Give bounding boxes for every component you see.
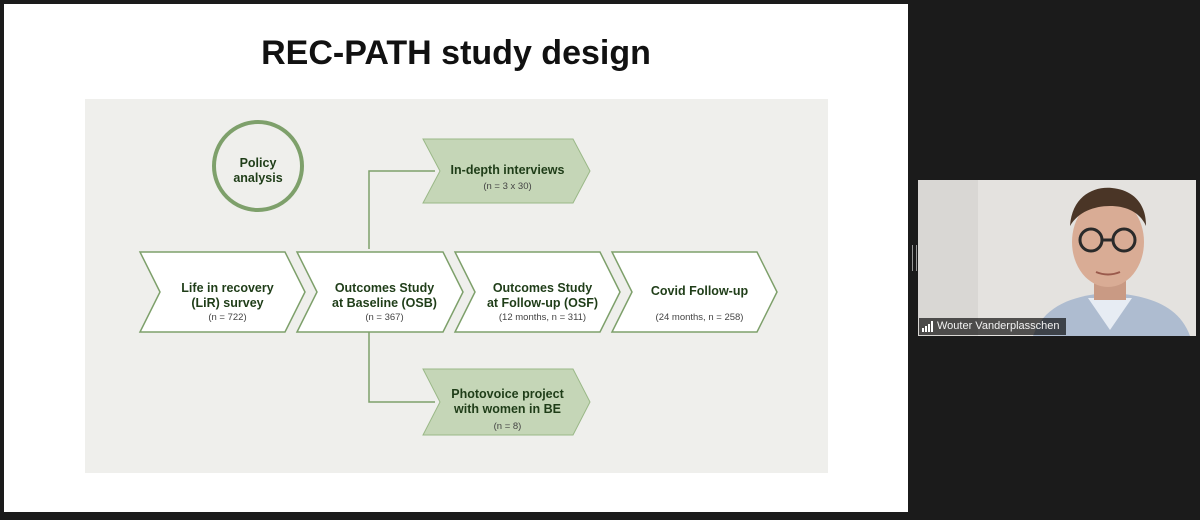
photovoice-line2: with women in BE: [454, 402, 561, 416]
study-design-diagram: Policy analysis In-depth interviews (n =…: [85, 99, 828, 473]
photovoice-n: (n = 8): [493, 421, 522, 432]
policy-label-line1: Policy: [239, 156, 277, 170]
diagram-shapes: [138, 120, 778, 436]
chevron-osf-line1: Outcomes Study: [492, 281, 593, 295]
interviews-label: In-depth interviews: [450, 163, 565, 177]
chevron-covid-n: (24 months, n = 258): [655, 312, 744, 323]
chevron-shape: [138, 251, 306, 333]
splitter-handle[interactable]: [912, 245, 917, 271]
shared-slide: REC-PATH study design Policy analysis In…: [4, 4, 908, 512]
chevron-lir-n: (n = 722): [208, 312, 247, 323]
chevron-lir-label: Life in recovery (LiR) survey: [160, 281, 295, 311]
chevron-osb-line1: Outcomes Study: [334, 281, 435, 295]
chevron-osb-line2: at Baseline (OSB): [332, 296, 437, 310]
participant-video[interactable]: [918, 180, 1196, 336]
chevron-osf-label: Outcomes Study at Follow-up (OSF): [475, 281, 610, 311]
photovoice-line1: Photovoice project: [451, 387, 564, 401]
connector-bottom: [368, 332, 435, 403]
chevron-lir-line2: (LiR) survey: [191, 296, 264, 310]
interviews-arrow: [422, 138, 591, 204]
policy-circle: [212, 120, 304, 212]
chevron-osf-line2: at Follow-up (OSF): [486, 296, 599, 310]
participant-video-feed: [918, 180, 1196, 336]
slide-title: REC-PATH study design: [261, 34, 651, 72]
photovoice-arrow: [422, 368, 591, 436]
chevron-osb-label: Outcomes Study at Baseline (OSB): [317, 281, 452, 311]
policy-label: Policy analysis: [214, 156, 302, 186]
chevron-lir-line1: Life in recovery: [181, 281, 274, 295]
chevron-shape: [295, 251, 464, 333]
chevron-osf-n: (12 months, n = 311): [498, 312, 587, 323]
chevron-osb-n: (n = 367): [365, 312, 404, 323]
connector-top: [368, 170, 435, 249]
chevron-shape: [453, 251, 621, 333]
chevron-shape: [610, 251, 778, 333]
signal-strength-icon: [922, 321, 933, 332]
policy-label-line2: analysis: [233, 171, 283, 185]
chevron-covid-label: Covid Follow-up: [650, 284, 749, 298]
participant-name: Wouter Vanderplasschen: [937, 320, 1060, 332]
interviews-n: (n = 3 x 30): [483, 181, 532, 192]
photovoice-label: Photovoice project with women in BE: [440, 387, 575, 417]
participant-name-tag: Wouter Vanderplasschen: [919, 318, 1066, 335]
